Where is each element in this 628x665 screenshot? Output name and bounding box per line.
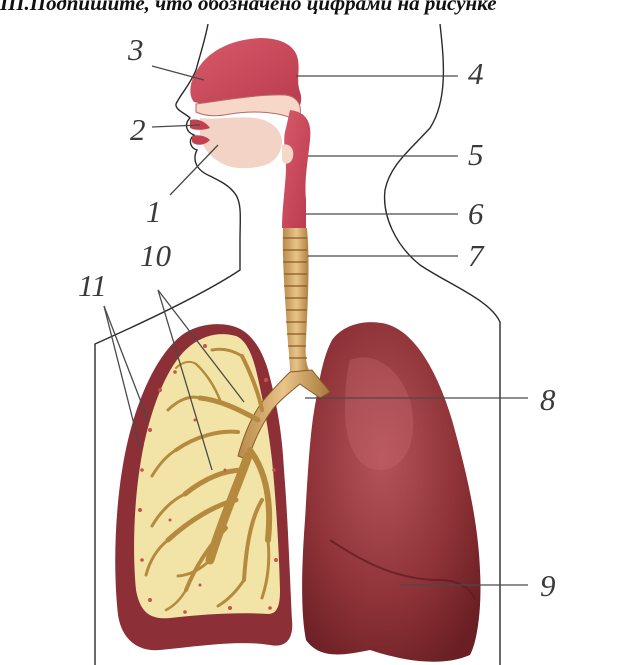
oral-area	[200, 117, 282, 168]
pharynx	[282, 110, 310, 228]
label-5: 5	[468, 137, 484, 172]
label-2: 2	[130, 112, 146, 147]
label-4: 4	[468, 56, 484, 91]
label-6: 6	[468, 196, 484, 231]
label-10: 10	[140, 238, 172, 273]
label-7: 7	[468, 238, 485, 273]
label-1: 1	[146, 194, 162, 229]
label-3: 3	[127, 32, 144, 67]
label-9: 9	[540, 568, 556, 603]
label-8: 8	[540, 382, 556, 417]
label-11: 11	[78, 268, 107, 303]
